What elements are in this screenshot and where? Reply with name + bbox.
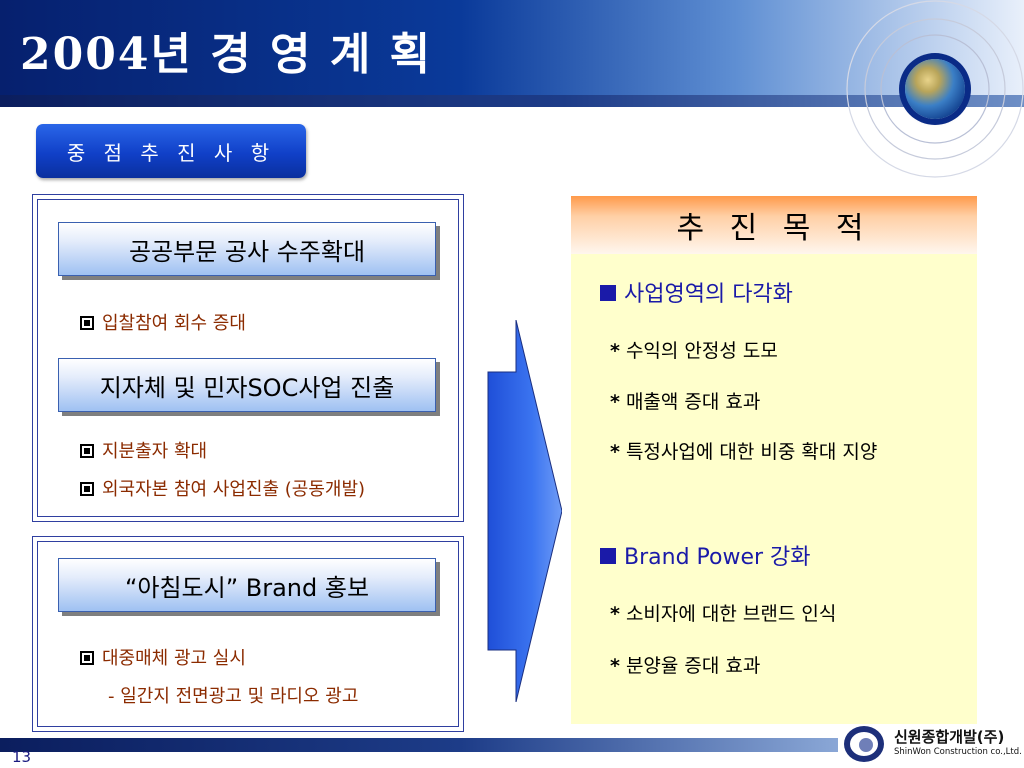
asterisk-bullet: * (610, 603, 620, 625)
purpose-line: *수익의 안정성 도모 (610, 336, 778, 363)
company-logo-icon (844, 726, 884, 762)
strategy-box-2-inner (37, 541, 459, 727)
checkbox-bullet-icon (80, 482, 94, 496)
list-item-label: 대중매체 광고 실시 (102, 648, 246, 669)
pill-brand-promo: “아침도시” Brand 홍보 (58, 558, 436, 612)
section-badge: 중 점 추 진 사 항 (36, 124, 306, 178)
list-item-label: 입찰참여 회수 증대 (102, 313, 246, 334)
right-arrow-icon (487, 320, 562, 702)
purpose-line: *분양율 증대 효과 (610, 651, 760, 678)
purpose-line: *소비자에 대한 브랜드 인식 (610, 599, 836, 626)
company-name-korean: 신원종합개발(주) (894, 728, 1005, 746)
purpose-panel-header: 추 진 목 적 (571, 196, 977, 254)
purpose-line-label: 분양율 증대 효과 (625, 655, 761, 677)
strategy-box-1-inner (37, 199, 459, 517)
page-number: 13 (12, 748, 32, 766)
purpose-line: *매출액 증대 효과 (610, 387, 760, 414)
globe-rings-decoration (846, 0, 1024, 178)
list-item: 입찰참여 회수 증대 (80, 309, 246, 335)
list-item: 지분출자 확대 (80, 437, 207, 463)
purpose-line-label: 수익의 안정성 도모 (625, 340, 778, 362)
section-title: Brand Power 강화 (624, 545, 811, 570)
asterisk-bullet: * (610, 340, 620, 362)
purpose-line-label: 소비자에 대한 브랜드 인식 (625, 603, 837, 625)
pill-public-sector-label: 공공부문 공사 수주확대 (128, 237, 366, 266)
square-bullet-icon (600, 548, 616, 564)
header-banner (0, 0, 1024, 95)
slide-title: 2004년 경 영 계 획 (20, 29, 433, 80)
checkbox-bullet-icon (80, 444, 94, 458)
pill-brand-promo-label: “아침도시” Brand 홍보 (124, 573, 370, 602)
pill-public-sector: 공공부문 공사 수주확대 (58, 222, 436, 276)
list-item-label: 외국자본 참여 사업진출 (공동개발) (102, 479, 366, 500)
checkbox-bullet-icon (80, 651, 94, 665)
asterisk-bullet: * (610, 391, 620, 413)
purpose-line-label: 매출액 증대 효과 (625, 391, 761, 413)
section-title: 사업영역의 다각화 (624, 282, 793, 307)
list-item: 대중매체 광고 실시 (80, 644, 246, 670)
globe-icon (905, 59, 965, 119)
list-item-label: 지분출자 확대 (102, 441, 208, 462)
purpose-line-label: 특정사업에 대한 비중 확대 지양 (625, 441, 878, 463)
asterisk-bullet: * (610, 655, 620, 677)
section-brand-power: Brand Power 강화 (600, 539, 811, 571)
checkbox-bullet-icon (80, 316, 94, 330)
list-sub-item: - 일간지 전면광고 및 라디오 광고 (108, 686, 359, 707)
list-item: 외국자본 참여 사업진출 (공동개발) (80, 475, 365, 501)
asterisk-bullet: * (610, 441, 620, 463)
company-logo: 신원종합개발(주) ShinWon Construction co.,Ltd. (842, 722, 1022, 768)
footer-bar (0, 738, 838, 752)
header-strip (0, 95, 1024, 107)
strategy-box-2 (32, 536, 464, 732)
pill-local-soc-label: 지자체 및 민자SOC사업 진출 (99, 373, 395, 402)
section-diversification: 사업영역의 다각화 (600, 276, 793, 308)
company-name-english: ShinWon Construction co.,Ltd. (894, 747, 1022, 757)
strategy-box-1 (32, 194, 464, 522)
purpose-line: *특정사업에 대한 비중 확대 지양 (610, 437, 877, 464)
square-bullet-icon (600, 285, 616, 301)
purpose-panel (571, 196, 977, 724)
pill-local-soc: 지자체 및 민자SOC사업 진출 (58, 358, 436, 412)
